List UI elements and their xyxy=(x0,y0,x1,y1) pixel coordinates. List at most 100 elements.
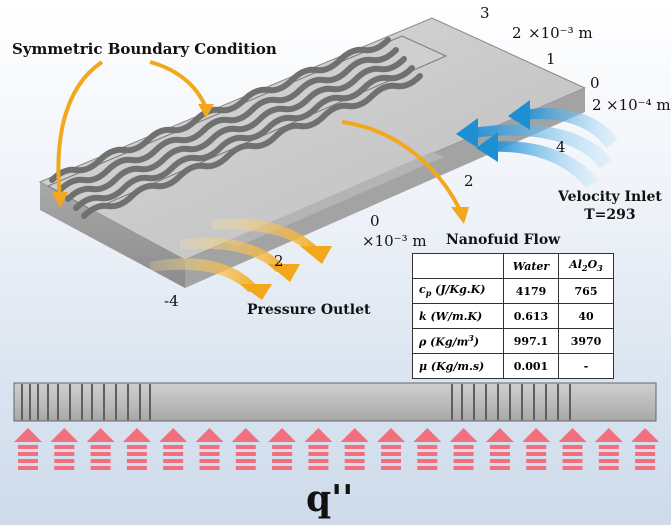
heat-flux-arrow xyxy=(594,428,623,470)
heat-arrow-bar xyxy=(18,466,38,470)
heat-arrow-bar xyxy=(308,445,329,449)
heat-flux-arrow xyxy=(485,428,514,470)
velocity-inlet-label: Velocity Inlet T=293 xyxy=(558,188,662,224)
heat-arrow-bar xyxy=(235,445,256,449)
axis-tick-x-0: 0 xyxy=(370,212,380,230)
table-row: cp (J/Kg.K) 4179 765 xyxy=(412,278,614,304)
heat-arrow-bar xyxy=(598,466,619,470)
heat-flux-arrow xyxy=(449,428,478,470)
nanofluid-flow-label: Nanofuid Flow xyxy=(446,232,561,248)
heat-arrow-bar xyxy=(489,466,510,470)
heat-flux-arrow xyxy=(14,428,42,470)
pressure-outlet-label: Pressure Outlet xyxy=(247,302,371,318)
heat-arrow-bar xyxy=(635,445,656,449)
heat-arrow-head xyxy=(50,428,79,442)
heat-flux-arrow xyxy=(50,428,79,470)
heat-arrow-bar xyxy=(381,452,401,456)
axis-tick-z-2: 2 xyxy=(592,96,602,114)
axis-tick-x-neg4: -4 xyxy=(164,292,179,310)
symmetric-boundary-label: Symmetric Boundary Condition xyxy=(12,40,277,58)
heat-arrow-head xyxy=(485,428,514,442)
heat-arrow-bar xyxy=(308,452,329,456)
property-unit-end: ) xyxy=(473,335,480,349)
heat-arrow-bar xyxy=(417,445,438,449)
heat-arrow-bar xyxy=(90,459,111,463)
property-superscript: 3 xyxy=(468,333,474,344)
axis-tick-y-2: 2 xyxy=(512,24,522,42)
heat-arrow-bar xyxy=(598,452,619,456)
heat-arrow-bar xyxy=(54,452,75,456)
al2o3-value: 40 xyxy=(558,303,614,329)
inlet-arrow-2 xyxy=(492,141,598,188)
property-subscript: p xyxy=(425,288,432,299)
heat-arrow-head xyxy=(377,428,405,442)
heat-flux-arrow xyxy=(340,428,369,470)
heat-arrow-bar xyxy=(562,459,583,463)
heat-arrow-head xyxy=(268,428,297,442)
property-symbol: k xyxy=(419,309,427,323)
heat-arrow-bar xyxy=(489,445,510,449)
heat-arrow-head xyxy=(86,428,115,442)
axis-tick-y-3: 3 xyxy=(480,4,490,22)
heat-arrow-bar xyxy=(272,452,293,456)
heat-arrow-head xyxy=(413,428,442,442)
heat-flux-arrows xyxy=(14,428,660,470)
al-subscript: 2 xyxy=(581,263,588,274)
heat-arrow-head xyxy=(195,428,224,442)
table-row: k (W/m.K) 0.613 40 xyxy=(412,303,614,329)
property-unit: (Kg/m xyxy=(426,335,469,349)
heat-arrow-bar xyxy=(308,466,329,470)
property-label: cp (J/Kg.K) xyxy=(412,278,504,304)
heat-flux-arrow xyxy=(522,428,551,470)
heat-arrow-bar xyxy=(163,459,184,463)
symmetric-arrowhead-1 xyxy=(52,192,68,208)
outlet-arrowhead-1 xyxy=(240,284,272,300)
inlet-arrowhead-2 xyxy=(476,132,498,162)
property-label: μ (Kg/m.s) xyxy=(412,353,504,379)
heat-arrow-bar xyxy=(54,459,75,463)
outlet-arrowhead-2 xyxy=(268,264,300,282)
property-label: k (W/m.K) xyxy=(412,303,504,329)
heat-arrow-bar xyxy=(453,452,474,456)
plenum-divider xyxy=(225,152,444,247)
heat-arrow-head xyxy=(631,428,660,442)
heat-arrow-bar xyxy=(54,445,75,449)
side-view xyxy=(13,382,657,422)
heat-arrow-bar xyxy=(199,452,220,456)
heat-arrow-bar xyxy=(199,466,220,470)
heat-flux-arrow xyxy=(195,428,224,470)
nanofluid-arrow xyxy=(341,120,462,211)
o-text: O xyxy=(587,258,598,272)
velocity-inlet-text: Velocity Inlet xyxy=(558,189,662,205)
property-symbol: μ xyxy=(419,359,428,373)
property-symbol: c xyxy=(419,283,426,297)
outlet-arrow-3 xyxy=(212,218,322,252)
heat-arrow-head xyxy=(340,428,369,442)
table-row: μ (Kg/m.s) 0.001 - xyxy=(412,353,614,379)
blue-arrows xyxy=(456,100,618,188)
heat-arrow-head xyxy=(14,428,42,442)
heat-arrow-bar xyxy=(598,445,619,449)
symmetric-arrow-2 xyxy=(149,60,208,109)
table-header-al2o3: Al2O3 xyxy=(558,253,614,279)
side-view-strip xyxy=(13,382,657,422)
heat-arrow-bar xyxy=(18,445,38,449)
property-unit: (J/Kg.K) xyxy=(431,283,486,297)
outlet-arrowhead-3 xyxy=(300,246,332,264)
heat-arrow-bar xyxy=(598,459,619,463)
property-symbol: ρ xyxy=(419,335,427,349)
axis-unit-x: ×10⁻³ m xyxy=(362,232,427,250)
heat-arrow-bar xyxy=(453,459,474,463)
properties-table: Water Al2O3 cp (J/Kg.K) 4179 765 k (W/m.… xyxy=(412,253,614,379)
temperature-text: T=293 xyxy=(584,207,636,223)
inlet-arrowhead-3 xyxy=(508,100,530,130)
heat-arrow-bar xyxy=(526,459,547,463)
heat-arrow-bar xyxy=(417,452,438,456)
axis-tick-x-2: 2 xyxy=(274,252,284,270)
heat-arrow-head xyxy=(558,428,587,442)
heat-flux-arrow xyxy=(377,428,405,470)
inlet-arrow-1 xyxy=(472,124,612,168)
outlet-arrow-1 xyxy=(150,258,262,292)
